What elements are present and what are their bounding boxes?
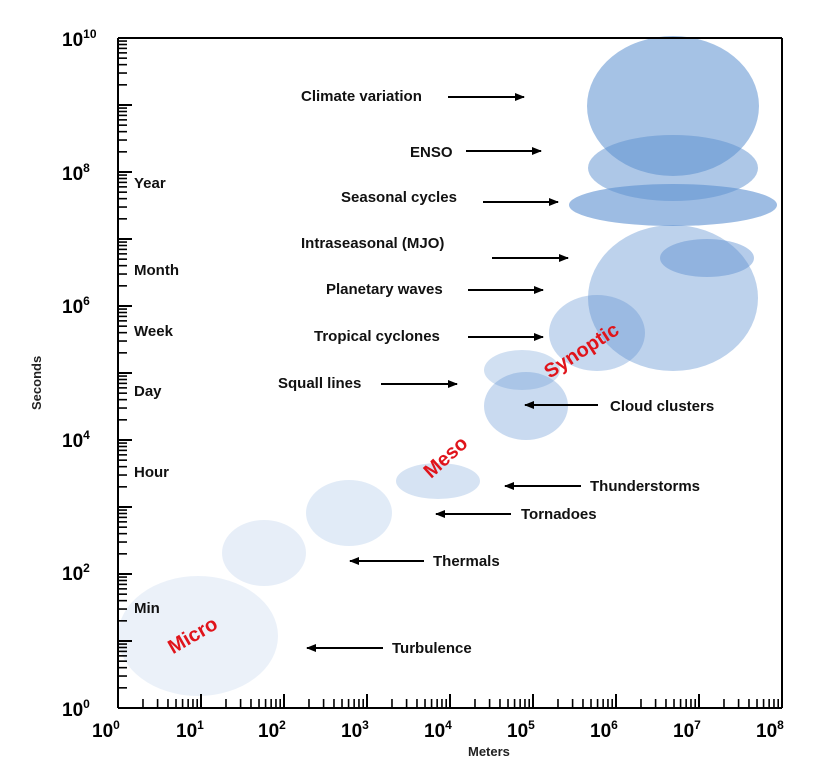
label-tornadoes: Tornadoes — [521, 506, 597, 523]
time-label-month: Month — [134, 262, 179, 279]
phenomenon-annotations: Climate variation ENSO Seasonal cycles I… — [278, 88, 714, 657]
y-tick-label: 104 — [62, 428, 90, 452]
planetary-waves-blob — [588, 225, 758, 371]
label-seasonal-cycles: Seasonal cycles — [341, 189, 457, 206]
label-planetary-waves: Planetary waves — [326, 281, 443, 298]
time-label-year: Year — [134, 175, 166, 192]
x-axis-title: Meters — [468, 744, 510, 759]
x-tick-label: 103 — [341, 718, 369, 742]
label-thermals: Thermals — [433, 553, 500, 570]
x-tick-label: 102 — [258, 718, 286, 742]
label-thunderstorms: Thunderstorms — [590, 478, 700, 495]
time-label-min: Min — [134, 600, 160, 617]
phenomena-blobs — [118, 36, 777, 696]
tornadoes-blob — [306, 480, 392, 546]
thermals-blob — [222, 520, 306, 586]
time-labels: Year Month Week Day Hour Min — [134, 175, 179, 617]
time-label-week: Week — [134, 323, 174, 340]
intraseasonal-blob — [660, 239, 754, 277]
y-tick-label: 106 — [62, 294, 90, 318]
turbulence-blob — [118, 576, 278, 696]
x-tick-label: 104 — [424, 718, 452, 742]
y-tick-label: 108 — [62, 161, 90, 185]
y-tick-label: 102 — [62, 561, 90, 585]
y-tick-label: 100 — [62, 697, 90, 721]
label-squall-lines: Squall lines — [278, 375, 361, 392]
label-climate-variation: Climate variation — [301, 88, 422, 105]
y-tick-labels: 100 102 104 106 108 1010 — [62, 27, 97, 721]
x-tick-label: 101 — [176, 718, 204, 742]
label-cloud-clusters: Cloud clusters — [610, 398, 714, 415]
time-label-day: Day — [134, 383, 162, 400]
x-tick-label: 100 — [92, 718, 120, 742]
y-axis-title: Seconds — [29, 356, 44, 410]
x-tick-label: 105 — [507, 718, 535, 742]
y-tick-label: 1010 — [62, 27, 97, 51]
plot-frame — [118, 37, 783, 708]
time-label-hour: Hour — [134, 464, 169, 481]
enso-blob — [588, 135, 758, 201]
label-tropical-cyclones: Tropical cyclones — [314, 328, 440, 345]
label-intraseasonal: Intraseasonal (MJO) — [301, 235, 444, 252]
x-tick-label: 107 — [673, 718, 701, 742]
squall-lines-blob — [484, 350, 560, 390]
x-tick-label: 108 — [756, 718, 784, 742]
x-tick-labels: 100 101 102 103 104 105 106 107 108 — [92, 718, 784, 742]
label-enso: ENSO — [410, 144, 453, 161]
thunderstorms-blob — [396, 463, 480, 499]
label-turbulence: Turbulence — [392, 640, 472, 657]
seasonal-cycles-blob — [569, 184, 777, 226]
tropical-cyclones-blob — [549, 295, 645, 371]
y-axis-ticks — [117, 37, 132, 709]
x-axis-ticks — [117, 694, 783, 709]
x-tick-label: 106 — [590, 718, 618, 742]
